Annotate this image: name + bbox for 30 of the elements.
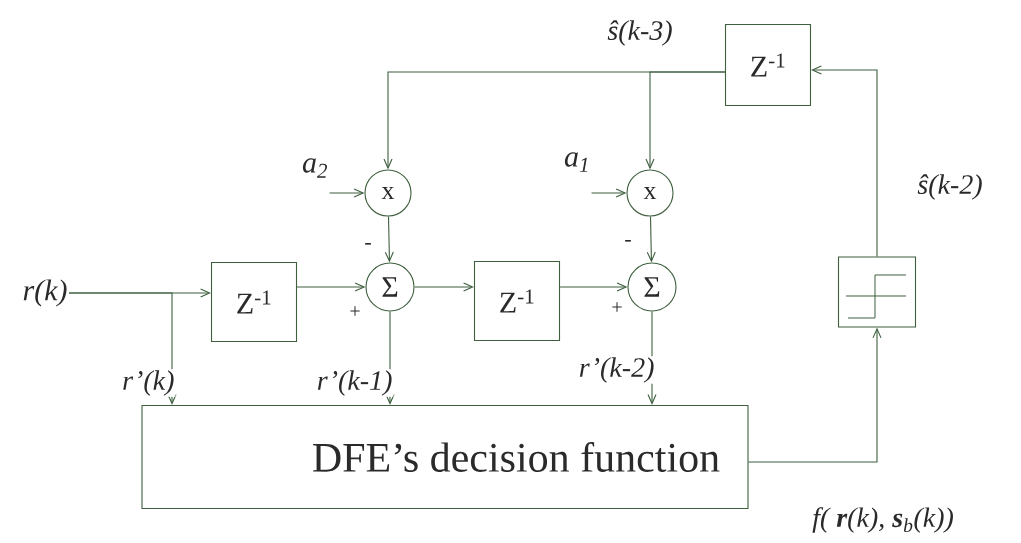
quantizer-box [837, 256, 917, 328]
signal-label: ŝ(k-3) [606, 19, 674, 47]
sign-label: + [350, 306, 360, 316]
signal-label: f( r(k), s$_{b}$(k)) [811, 506, 955, 534]
arrow [748, 327, 882, 463]
coefficient-label: a$_{1}$ [564, 152, 588, 172]
delay-box: Z$^{-1}$ [473, 260, 561, 342]
signal-label: r(k) [23, 279, 67, 307]
arrow [384, 216, 394, 263]
summing-junction: Σ [627, 262, 677, 312]
signal-label: r’(k) [121, 369, 176, 397]
summing-junction: Σ [365, 262, 415, 312]
sign-label: + [612, 302, 622, 312]
decision-function-box: DFE’s decision function [141, 404, 749, 510]
sign-label: - [365, 243, 371, 245]
arrow [414, 282, 474, 292]
delay-box: Z$^{-1}$ [210, 261, 298, 343]
signal-label: r’(k-2) [577, 356, 656, 384]
arrow [645, 71, 726, 170]
arrow [591, 188, 627, 198]
signal-label: ŝ(k-2) [916, 173, 984, 201]
arrow [559, 282, 628, 292]
arrow [329, 188, 365, 198]
arrow [811, 65, 878, 257]
arrow [296, 282, 366, 292]
coefficient-label: a$_{2}$ [302, 158, 328, 178]
signal-label: r’(k-1) [315, 369, 394, 397]
arrow [646, 216, 656, 263]
sign-label: - [625, 240, 631, 242]
delay-box: Z$^{-1}$ [724, 23, 812, 107]
